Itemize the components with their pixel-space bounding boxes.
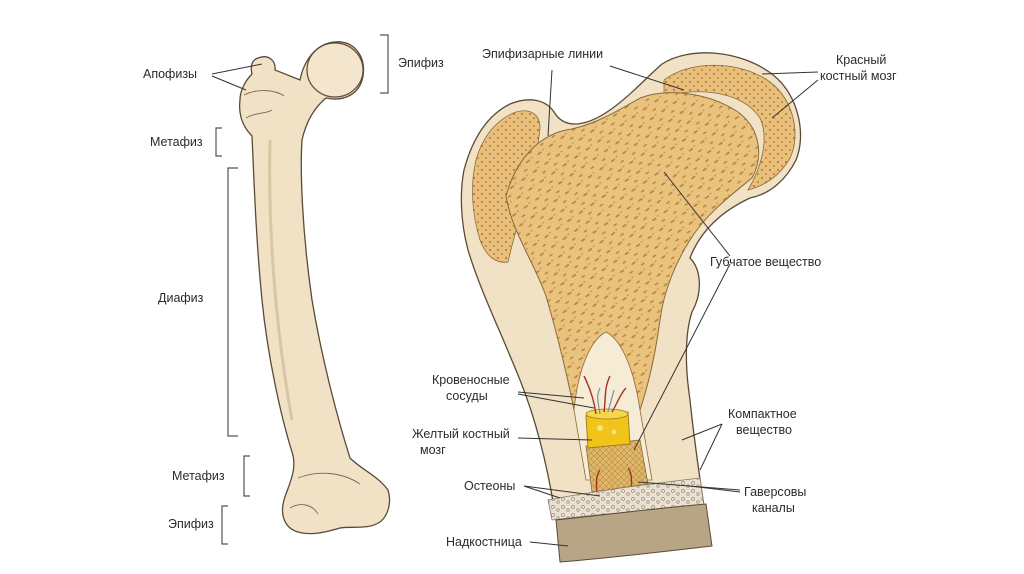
bracket-diaphysis [228,168,238,436]
label-diaphysis: Диафиз [158,291,204,305]
label-vessels-1: Кровеносные [432,373,510,387]
label-red-marrow-2: костный мозг [820,69,897,83]
label-compact-2: вещество [736,423,792,437]
label-yellow-marrow-1: Желтый костный [412,427,510,441]
femur-illustration [240,42,390,534]
bracket-epiphysis-bottom [222,506,228,544]
label-osteons: Остеоны [464,479,515,493]
leader-compact-2 [700,424,722,470]
label-metaphysis-top: Метафиз [150,135,203,149]
leader-apophyses-2 [212,76,246,90]
label-epiphyseal-lines: Эпифизарные линии [482,47,603,61]
femur-head [307,43,363,97]
label-vessels-2: сосуды [446,389,488,403]
label-haversian-2: каналы [752,501,795,515]
bracket-metaphysis-bottom [244,456,250,496]
bracket-epiphysis-top [380,35,388,93]
yellow-marrow-mesh [586,440,648,492]
label-red-marrow-1: Красный [836,53,886,67]
bracket-metaphysis-top [216,128,222,156]
label-haversian-1: Гаверсовы [744,485,806,499]
label-metaphysis-bottom: Метафиз [172,469,225,483]
label-spongy-substance: Губчатое вещество [710,255,821,269]
label-epiphysis-top: Эпифиз [398,56,444,70]
yellow-marrow-cylinder [586,409,630,448]
label-epiphysis-bottom: Эпифиз [168,517,214,531]
label-yellow-marrow-2: мозг [420,443,446,457]
label-periosteum: Надкостница [446,535,522,549]
label-apophyses: Апофизы [143,67,197,81]
femur-shape [240,42,390,534]
label-compact-1: Компактное [728,407,797,421]
